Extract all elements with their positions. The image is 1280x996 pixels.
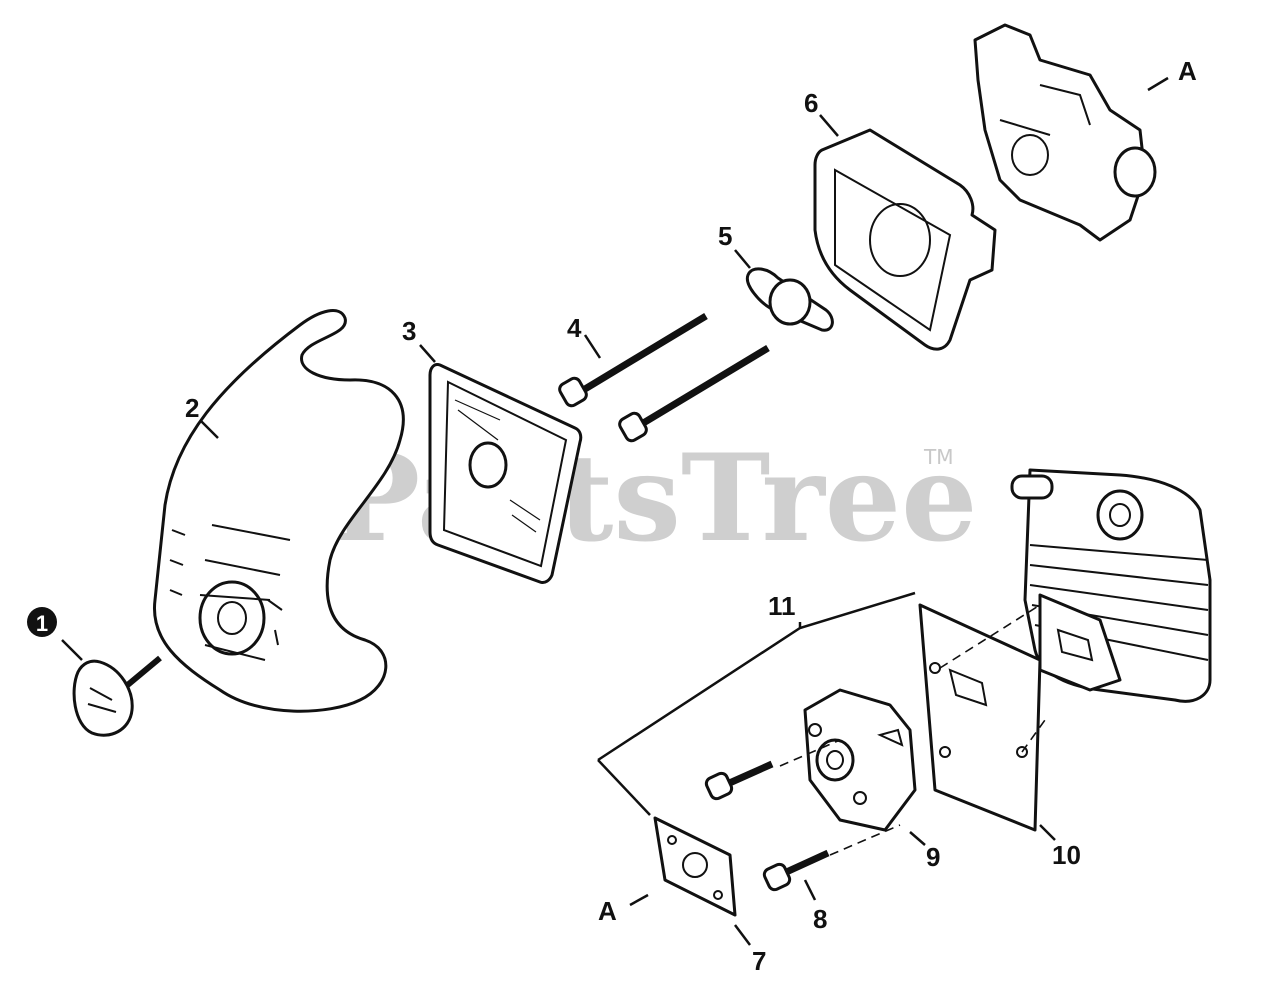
watermark-trademark: TM xyxy=(923,445,953,469)
part-7-gasket[interactable] xyxy=(653,816,737,917)
leader-lines xyxy=(61,76,1169,946)
part-3-air-filter[interactable] xyxy=(428,363,583,584)
cylinder[interactable] xyxy=(1010,468,1212,703)
part-5-bracket[interactable] xyxy=(745,267,834,332)
callout-7: 7 xyxy=(752,946,766,976)
callout-1: 1 xyxy=(36,611,48,636)
part-6-cleaner-case[interactable] xyxy=(813,128,997,351)
part-1-knob[interactable] xyxy=(72,655,162,737)
callout-2: 2 xyxy=(185,393,199,423)
part-4-bolts[interactable] xyxy=(557,313,770,443)
part-10-gasket[interactable] xyxy=(918,603,1042,832)
watermark: PartsTree xyxy=(330,428,977,569)
part-8-bolts[interactable] xyxy=(704,760,830,892)
callout-11: 11 xyxy=(768,591,796,621)
callout-1-badge xyxy=(27,607,57,637)
carburetor[interactable] xyxy=(973,23,1157,242)
callout-3: 3 xyxy=(402,316,416,346)
callout-9: 9 xyxy=(926,842,940,872)
part-2-air-cleaner-cover[interactable] xyxy=(152,309,405,713)
alignment-lines xyxy=(779,604,1046,856)
callout-8: 8 xyxy=(813,904,827,934)
callout-5: 5 xyxy=(718,221,732,251)
callout-10: 10 xyxy=(1052,840,1081,870)
callout-6: 6 xyxy=(804,88,818,118)
part-9-insulator[interactable] xyxy=(803,688,917,832)
callout-a-bottom: A xyxy=(598,896,617,926)
callout-4: 4 xyxy=(567,313,582,343)
callout-a-top: A xyxy=(1178,56,1197,86)
